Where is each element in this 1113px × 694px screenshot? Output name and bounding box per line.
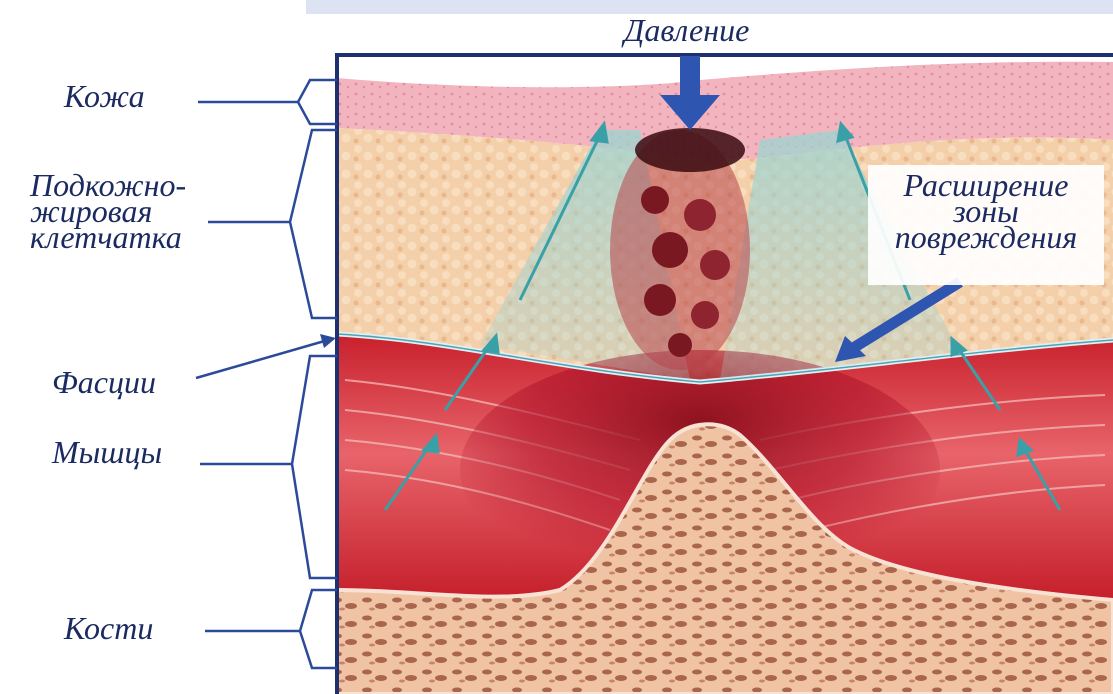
expansion-label: Расширение зоны повреждения xyxy=(872,172,1100,251)
skin-label: Кожа xyxy=(64,80,145,112)
muscles-label: Мышцы xyxy=(52,436,162,468)
pressure-label: Давление xyxy=(624,14,749,46)
tissue-layers xyxy=(337,55,1113,694)
bones-label: Кости xyxy=(64,612,153,644)
subcutaneous-label: Подкожно- жировая клетчатка xyxy=(30,172,186,251)
expansion-label-line-3: повреждения xyxy=(872,224,1100,250)
fascia-label: Фасции xyxy=(52,366,156,398)
subcutaneous-label-line-3: клетчатка xyxy=(30,224,186,250)
label-brackets xyxy=(196,80,337,668)
fascia-arrowhead-icon xyxy=(320,334,336,348)
